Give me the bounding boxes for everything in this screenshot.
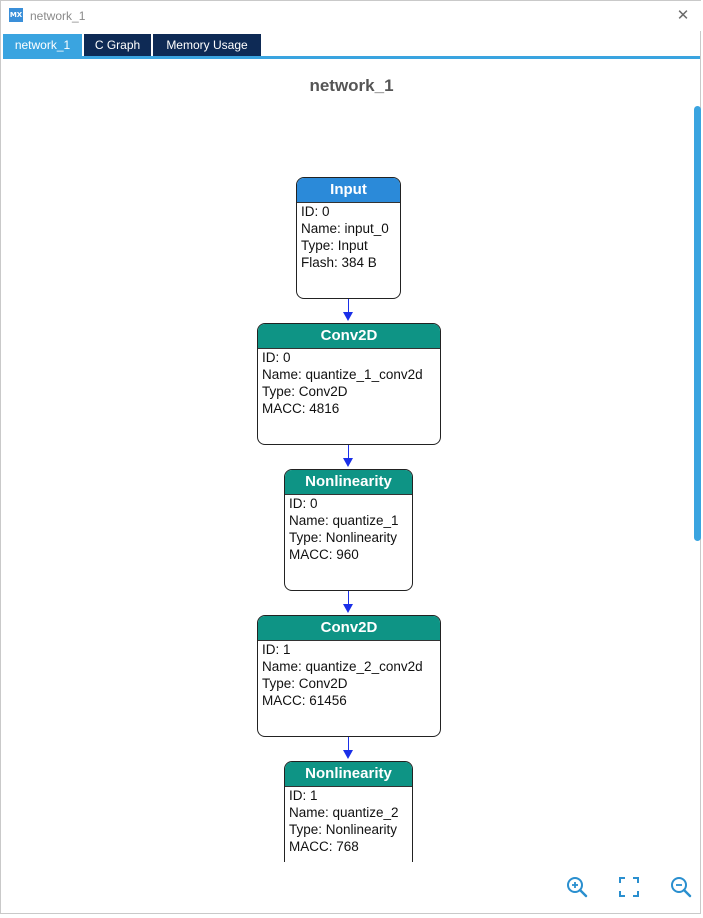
node-id: ID: 0 xyxy=(289,496,318,511)
tab-c-graph[interactable]: C Graph xyxy=(84,34,151,56)
edge-connector xyxy=(348,445,349,459)
node-type: Type: Nonlinearity xyxy=(289,822,398,837)
vertical-scrollbar[interactable] xyxy=(692,101,702,865)
graph-node-conv2d[interactable]: Conv2D ID: 1 Name: quantize_2_conv2d Typ… xyxy=(257,615,441,737)
window-title: network_1 xyxy=(30,9,86,23)
edge-connector xyxy=(348,299,349,313)
node-name: Name: quantize_1 xyxy=(289,513,399,528)
node-type: Type: Conv2D xyxy=(262,676,348,691)
node-id: ID: 1 xyxy=(262,642,291,657)
zoom-in-icon xyxy=(567,877,588,898)
tab-underline xyxy=(3,56,700,59)
node-name: Name: quantize_1_conv2d xyxy=(262,367,423,382)
zoom-in-button[interactable] xyxy=(564,874,590,900)
node-macc: MACC: 960 xyxy=(289,547,359,562)
fit-screen-icon xyxy=(619,877,639,897)
app-logo-icon: MX xyxy=(9,8,23,22)
tab-memory-usage[interactable]: Memory Usage xyxy=(153,34,261,56)
node-type: Type: Conv2D xyxy=(262,384,348,399)
node-macc: MACC: 4816 xyxy=(262,401,340,416)
node-name: Name: input_0 xyxy=(301,221,389,236)
graph-node-input[interactable]: Input ID: 0 Name: input_0 Type: Input Fl… xyxy=(296,177,401,299)
close-button[interactable]: ✕ xyxy=(674,6,692,24)
tab-network-1[interactable]: network_1 xyxy=(3,34,82,56)
edge-arrow-icon xyxy=(343,604,353,613)
node-id: ID: 0 xyxy=(262,350,291,365)
fit-screen-button[interactable] xyxy=(616,874,642,900)
title-bar: MX network_1 ✕ xyxy=(1,1,702,31)
scrollbar-thumb[interactable] xyxy=(694,106,701,541)
node-macc: MACC: 768 xyxy=(289,839,359,854)
node-type: Type: Input xyxy=(301,238,368,253)
graph-canvas[interactable]: network_1 Input ID: 0 Name: input_0 Type… xyxy=(3,59,700,862)
edge-connector xyxy=(348,591,349,605)
node-name: Name: quantize_2 xyxy=(289,805,399,820)
node-name: Name: quantize_2_conv2d xyxy=(262,659,423,674)
node-header: Conv2D xyxy=(258,616,440,641)
node-macc: MACC: 61456 xyxy=(262,693,347,708)
graph-node-nonlinearity[interactable]: Nonlinearity ID: 0 Name: quantize_1 Type… xyxy=(284,469,413,591)
node-header: Conv2D xyxy=(258,324,440,349)
graph-title: network_1 xyxy=(309,76,394,95)
node-id: ID: 0 xyxy=(301,204,330,219)
node-header: Input xyxy=(297,178,400,203)
edge-connector xyxy=(348,737,349,751)
edge-arrow-icon xyxy=(343,458,353,467)
zoom-out-button[interactable] xyxy=(668,874,694,900)
node-type: Type: Nonlinearity xyxy=(289,530,398,545)
graph-node-conv2d[interactable]: Conv2D ID: 0 Name: quantize_1_conv2d Typ… xyxy=(257,323,441,445)
zoom-out-icon xyxy=(671,877,692,898)
edge-arrow-icon xyxy=(343,750,353,759)
close-icon: ✕ xyxy=(676,6,690,24)
node-header: Nonlinearity xyxy=(285,470,412,495)
node-flash: Flash: 384 B xyxy=(301,255,377,270)
graph-node-nonlinearity[interactable]: Nonlinearity ID: 1 Name: quantize_2 Type… xyxy=(284,761,413,862)
edge-arrow-icon xyxy=(343,312,353,321)
node-header: Nonlinearity xyxy=(285,762,412,787)
node-id: ID: 1 xyxy=(289,788,318,803)
